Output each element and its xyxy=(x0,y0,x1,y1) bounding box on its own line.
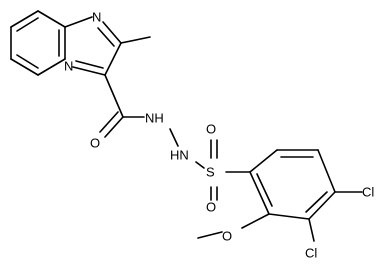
pyridine-ring xyxy=(10,10,66,76)
atom-methoxy-oxygen: O xyxy=(222,229,232,244)
substituent-bonds xyxy=(197,191,363,242)
atom-sulfur: S xyxy=(206,165,215,180)
sulfonyl-group xyxy=(210,139,251,201)
atom-n-imine: N xyxy=(92,10,101,25)
imidazole-ring xyxy=(64,16,151,76)
benzene-ring xyxy=(249,149,336,220)
atom-chlorine-lower: Cl xyxy=(305,246,317,261)
atom-sulfonyl-oxygen-top: O xyxy=(206,122,216,137)
atom-n-bridge: N xyxy=(64,59,73,74)
atom-sulfonyl-oxygen-bottom: O xyxy=(206,200,216,215)
atom-chlorine-upper: Cl xyxy=(362,185,374,200)
atom-carbonyl-oxygen: O xyxy=(90,136,100,151)
hydrazide-linker xyxy=(99,74,205,169)
atom-nh: NH xyxy=(145,111,164,126)
atom-hn: HN xyxy=(170,148,189,163)
